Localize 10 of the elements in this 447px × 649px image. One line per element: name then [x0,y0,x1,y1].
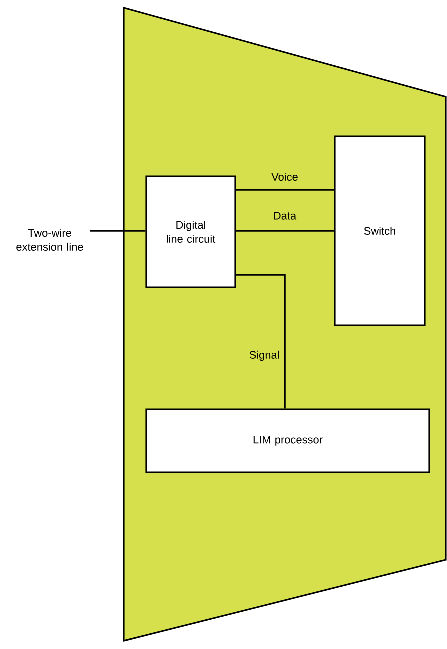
connector-line [90,230,146,232]
edge-label: Voice [270,172,300,182]
connector-line [236,274,286,409]
connector-line [236,189,334,191]
connector-line [236,230,334,232]
process-box: Switch [334,136,426,326]
process-box: Digital line circuit [146,176,236,288]
process-box: LIM processor [146,408,430,474]
line-label: Two-wire extension line [16,229,84,251]
edge-label: Data [272,211,298,221]
